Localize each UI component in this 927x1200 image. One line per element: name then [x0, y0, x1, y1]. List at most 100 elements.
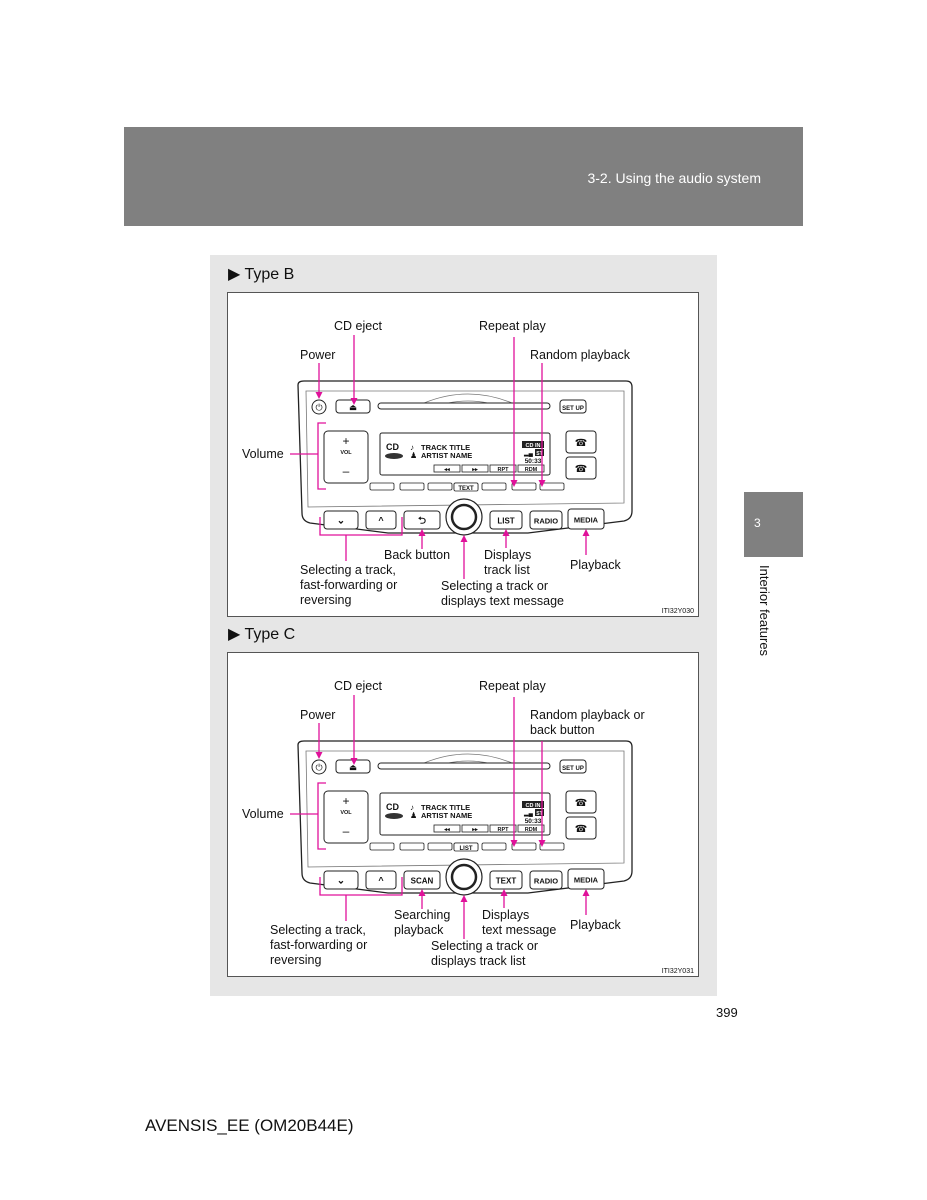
eject-callout-head: [350, 398, 358, 405]
top-trim-1: [423, 753, 513, 764]
figure-code: ITI32Y031: [662, 968, 694, 975]
person-icon: ♟: [410, 451, 417, 460]
phone-pickup-button: [565, 790, 597, 814]
softkey-label-soft_rdm: RDM: [525, 827, 538, 833]
type-c-diagram: ⏻⏏SET UP+VOL–CD♪TRACK TITLE♟ARTIST NAMEC…: [242, 679, 694, 975]
power-button: [311, 399, 327, 415]
unit-inner-bezel: [305, 750, 625, 868]
softkey-label-box: [433, 824, 461, 833]
random-callout-head: [538, 480, 546, 487]
preset-key: [369, 482, 395, 491]
signal-icon: ▂▄: [523, 451, 534, 457]
btn-radio-box: [529, 510, 563, 530]
softkey-label-soft_rpt: RPT: [498, 827, 510, 833]
softkey-label-soft_rpt: RPT: [498, 467, 510, 473]
cd-slot: [377, 402, 551, 410]
page-number: 399: [716, 1005, 738, 1020]
btn-media-label: MEDIA: [574, 876, 599, 885]
volume-minus: –: [343, 824, 350, 838]
label-volume: Volume: [242, 447, 284, 461]
label-volume: Volume: [242, 807, 284, 821]
volume-bracket: [317, 422, 326, 490]
chapter-tab: 3: [744, 492, 803, 557]
display-time: 50:33: [525, 818, 542, 825]
btn-down-label: ⌄: [337, 516, 345, 527]
btn-a-label: TEXT: [496, 877, 517, 886]
label-knob-2: displays text message: [441, 594, 564, 608]
tune-knob-inner: [450, 863, 478, 891]
volume-rocker: [323, 790, 369, 844]
preset-key: [539, 482, 565, 491]
display-cd: CD: [386, 442, 399, 452]
volume-plus: +: [342, 794, 349, 808]
label-mid-2: playback: [394, 923, 444, 937]
preset-key: [511, 842, 537, 851]
volume-rocker: [323, 430, 369, 484]
softkey-label-box: [461, 824, 489, 833]
label-left-1: Selecting a track,: [300, 563, 396, 577]
volume-minus: –: [343, 464, 350, 478]
display-track-title: TRACK TITLE: [421, 443, 470, 452]
label-disp-1: Displays: [482, 908, 529, 922]
label-random-2: back button: [530, 723, 595, 737]
phone-hangup-button: [565, 816, 597, 840]
label-knob-1: Selecting a track or: [431, 939, 538, 953]
label-knob-2: displays track list: [431, 954, 526, 968]
power-icon: ⏻: [315, 763, 322, 773]
type-c-heading: ▶ Type C: [228, 626, 296, 643]
center-key-box: [453, 842, 479, 852]
track-select-bracket: [319, 877, 403, 896]
preset-key: [369, 842, 395, 851]
power-callout-head: [315, 752, 323, 759]
label-mid-1: Searching: [394, 908, 450, 922]
label-random-1: Random playback: [530, 348, 631, 362]
preset-key: [511, 482, 537, 491]
display-time: 50:33: [525, 458, 542, 465]
btn-media-label: MEDIA: [574, 516, 599, 525]
label-repeat: Repeat play: [479, 679, 546, 693]
softkey-label-soft_rew: ◂◂: [443, 827, 451, 833]
note-icon: ♪: [410, 803, 414, 812]
btn-mid-label: SCAN: [411, 877, 434, 886]
btn-up-box: [365, 510, 397, 530]
cd-in-text: CD IN: [526, 803, 541, 809]
softkey-label-box: [489, 464, 517, 473]
preset-key: [427, 482, 453, 491]
eject-callout-head: [350, 758, 358, 765]
display-cd: CD: [386, 802, 399, 812]
preset-key: [427, 842, 453, 851]
tune-knob-inner: [450, 503, 478, 531]
btn-a-label: LIST: [497, 517, 514, 526]
disc-icon: [385, 453, 403, 459]
cd-in-badge: [522, 441, 544, 448]
knob-callout-head: [460, 535, 468, 542]
softkey-label-box: [433, 464, 461, 473]
btn-a-box: [489, 870, 523, 890]
label-disp-1: Displays: [484, 548, 531, 562]
btn-up-box: [365, 870, 397, 890]
setup-button-box: [559, 759, 587, 774]
softkey-label-box: [517, 824, 545, 833]
label-random-1: Random playback or: [530, 708, 645, 722]
cd-in-text: CD IN: [526, 443, 541, 449]
volume-label: VOL: [340, 450, 352, 456]
phone-pickup-button: [565, 430, 597, 454]
label-repeat: Repeat play: [479, 319, 546, 333]
softkey-label-soft_ff: ▸▸: [471, 827, 479, 833]
display-artist-name: ARTIST NAME: [421, 451, 472, 460]
label-mid-1: Back button: [384, 548, 450, 562]
disc-icon: [385, 813, 403, 819]
center-key-label: TEXT: [458, 486, 474, 492]
playback-callout-head: [582, 889, 590, 896]
preset-key: [481, 482, 507, 491]
btn-down-label: ⌄: [337, 876, 345, 887]
preset-key: [399, 842, 425, 851]
disp-callout-head: [500, 889, 508, 896]
label-playback: Playback: [570, 918, 621, 932]
power-button: [311, 759, 327, 775]
chapter-number: 3: [754, 516, 761, 530]
playback-callout-head: [582, 529, 590, 536]
label-cd-eject: CD eject: [334, 319, 382, 333]
mid-callout-head: [418, 889, 426, 896]
label-playback: Playback: [570, 558, 621, 572]
